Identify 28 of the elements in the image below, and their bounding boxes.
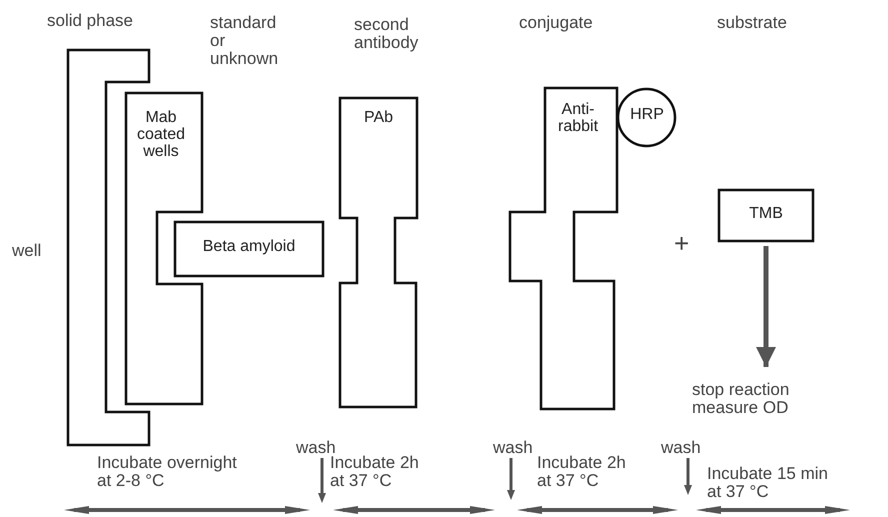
step-note: wash bbox=[296, 439, 336, 457]
column-heading: solid phase bbox=[47, 12, 134, 30]
step-note: Incubate overnight at 2-8 °C bbox=[97, 454, 238, 490]
antibody-shape bbox=[510, 88, 617, 409]
arrow bbox=[756, 246, 776, 367]
antibody-shape bbox=[340, 98, 417, 407]
node-label: Beta amyloid bbox=[202, 239, 296, 256]
step-note: Incubate 2h at 37 °C bbox=[537, 454, 627, 490]
antibody-shape bbox=[126, 93, 202, 404]
node-label: TMB bbox=[748, 206, 784, 223]
result-text: stop reaction measure OD bbox=[692, 381, 790, 417]
node-label: Anti-rabbit bbox=[556, 102, 600, 136]
column-heading: standard or unknown bbox=[210, 14, 280, 68]
column-heading: conjugate bbox=[519, 14, 593, 32]
step-note: wash bbox=[661, 439, 701, 457]
plus-sign: + bbox=[674, 230, 690, 258]
column-heading: second antibody bbox=[354, 16, 420, 52]
step-note: Incubate 2h at 37 °C bbox=[330, 454, 420, 490]
node-label: HRP bbox=[629, 107, 665, 124]
antigen-box bbox=[175, 222, 323, 276]
column-heading: substrate bbox=[717, 14, 787, 32]
substrate-box bbox=[719, 190, 813, 241]
node-label: PAb bbox=[362, 110, 394, 127]
part-label: well bbox=[12, 242, 42, 260]
step-note: Incubate 15 min at 37 °C bbox=[707, 465, 829, 501]
node-label: Mab coated wells bbox=[136, 110, 186, 160]
enzyme-circle bbox=[617, 88, 676, 147]
step-note: wash bbox=[493, 439, 533, 457]
